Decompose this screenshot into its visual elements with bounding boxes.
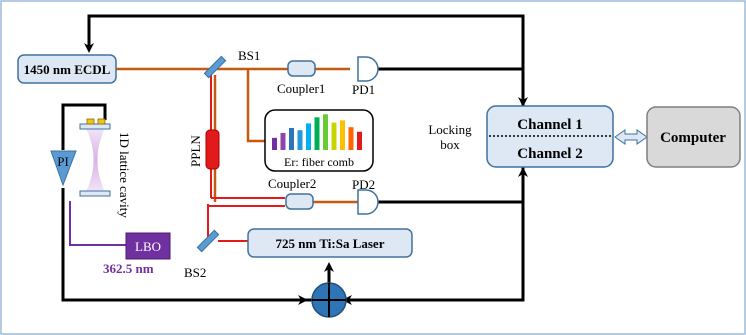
comb-bar	[314, 117, 320, 150]
comb-bar	[348, 127, 354, 150]
pd2-label: PD2	[352, 177, 375, 192]
coupler1-label: Coupler1	[277, 81, 325, 96]
ecdl-box	[17, 54, 117, 84]
comb-bar	[340, 120, 345, 150]
bs2-mirror	[196, 229, 220, 253]
beam-1450nm	[116, 67, 360, 204]
ppln-label: PPLN	[188, 135, 203, 167]
computer-box	[646, 106, 741, 168]
cavity-mirror-top	[79, 123, 111, 130]
comb-bar	[289, 127, 294, 150]
pi-controller	[50, 150, 77, 187]
bs1-label: BS1	[238, 48, 260, 63]
comb-bar	[357, 131, 362, 150]
ecdl-label: 1450 nm ECDL	[24, 62, 111, 77]
lbo-crystal	[125, 232, 171, 260]
beam-362nm	[69, 201, 126, 246]
comb-bar	[306, 123, 311, 150]
coupler1	[287, 60, 316, 77]
piezo-right	[97, 118, 106, 125]
cavity-label: 1D lattice cavity	[117, 132, 132, 218]
comb-bar	[272, 137, 277, 150]
pd1-detector	[357, 56, 379, 82]
bs1-mirror	[203, 55, 227, 79]
lbo-label: LBO	[135, 239, 161, 254]
ppln-crystal	[205, 129, 220, 170]
pd1-label: PD1	[352, 82, 375, 97]
tisa-laser-box	[247, 228, 413, 258]
bs2-label: BS2	[184, 265, 206, 280]
channel1-label: Channel 1	[517, 117, 582, 133]
fiber-comb-label: Er: fiber comb	[284, 155, 354, 169]
beam-725nm	[207, 75, 285, 242]
comb-bar	[280, 132, 286, 150]
computer-label: Computer	[660, 130, 726, 146]
cavity-mirror-bottom	[79, 190, 111, 197]
piezo-left	[86, 118, 95, 125]
comb-bar	[331, 122, 337, 150]
comb-spectrum	[272, 114, 362, 150]
channel2-label: Channel 2	[517, 146, 582, 162]
cavity-mode	[86, 128, 105, 192]
coupler2-label: Coupler2	[268, 176, 316, 191]
comb-bar	[323, 114, 328, 150]
locking-box-label-line1: Locking	[428, 122, 472, 137]
locking-box-label-line2: box	[440, 137, 460, 152]
pd2-detector	[357, 189, 379, 215]
coupler2	[285, 193, 314, 210]
tisa-laser-label: 725 nm Ti:Sa Laser	[276, 236, 385, 251]
pi-label: PI	[57, 154, 69, 169]
comb-bar	[297, 130, 303, 150]
lbo-wavelength-label: 362.5 nm	[103, 261, 154, 276]
